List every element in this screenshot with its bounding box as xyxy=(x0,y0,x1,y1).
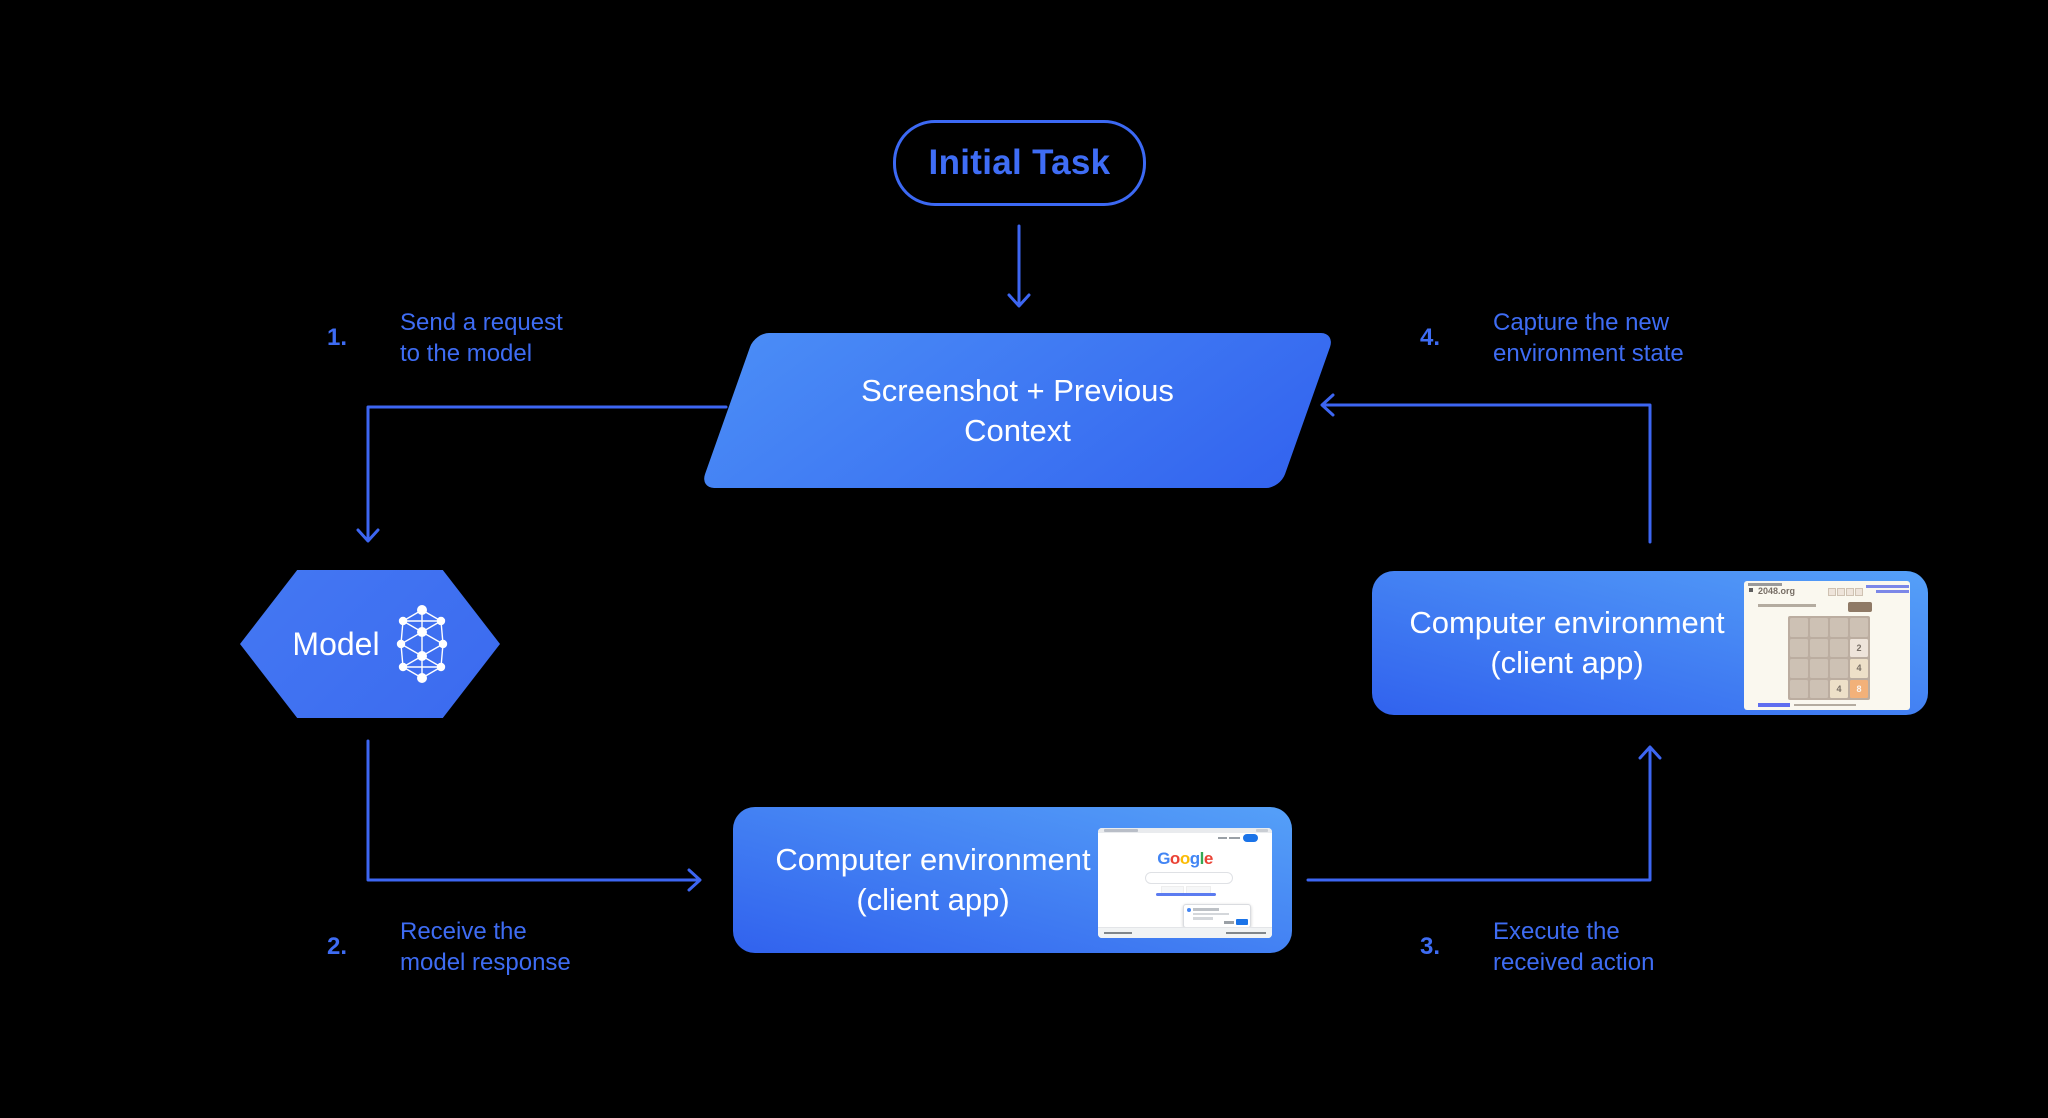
page-url-text xyxy=(1748,583,1782,586)
step-number: 1. xyxy=(327,324,348,351)
g2048-tile-8: 8 xyxy=(1850,679,1868,698)
top-link-text xyxy=(1876,590,1909,593)
step-text: Capture the new environment state xyxy=(1493,309,1684,367)
step-label-3: 3. Execute the received action xyxy=(1420,916,1654,978)
step-label-1: 1. Send a request to the model xyxy=(327,307,563,369)
language-offer-link xyxy=(1156,893,1216,896)
score-tile xyxy=(1837,588,1845,596)
browser-chrome-bar xyxy=(1098,828,1272,833)
arrow-context-to-model xyxy=(366,405,728,540)
search-input xyxy=(1145,872,1233,884)
images-link xyxy=(1229,836,1240,839)
g2048-cell xyxy=(1810,659,1828,678)
footer-links-left xyxy=(1104,931,1132,934)
step-label-4: 4. Capture the new environment state xyxy=(1420,307,1684,369)
google-g-icon xyxy=(1187,908,1191,912)
step-text: Execute the received action xyxy=(1493,918,1655,976)
screenshot-context-node: Screenshot + Previous Context xyxy=(700,333,1335,488)
page-footer xyxy=(1098,927,1272,938)
g2048-cell xyxy=(1790,679,1808,698)
g2048-cell xyxy=(1810,679,1828,698)
arrowhead-left-icon xyxy=(1320,393,1335,417)
score-tile xyxy=(1828,588,1836,596)
dialog-body-text xyxy=(1193,917,1213,920)
new-game-button xyxy=(1848,602,1872,612)
arrow-model-to-env xyxy=(366,739,700,882)
score-board xyxy=(1828,588,1863,596)
score-tile xyxy=(1846,588,1854,596)
page-favicon-icon xyxy=(1749,588,1753,592)
score-tile xyxy=(1855,588,1863,596)
initial-task-node: Initial Task xyxy=(893,120,1146,206)
browser-tab xyxy=(1104,829,1138,832)
g2048-cell xyxy=(1810,618,1828,637)
step-number: 4. xyxy=(1420,324,1441,351)
arrowhead-up-icon xyxy=(1638,745,1662,760)
g2048-tile-2: 2 xyxy=(1850,638,1868,657)
arrowhead-down-icon xyxy=(356,528,380,543)
google-homepage-thumbnail: Google xyxy=(1098,828,1272,938)
screenshot-context-label: Screenshot + Previous Context xyxy=(861,372,1174,448)
window-controls-icon xyxy=(1256,829,1268,832)
neural-network-icon xyxy=(396,605,447,683)
arrowhead-right-icon xyxy=(687,868,702,892)
model-node: Model xyxy=(240,570,500,718)
arrowhead-down-icon xyxy=(1007,293,1031,308)
bottom-link-text xyxy=(1758,703,1790,707)
computer-environment-label: Computer environment (client app) xyxy=(775,842,1091,917)
g2048-cell xyxy=(1790,618,1808,637)
google-logo: Google xyxy=(1157,849,1213,868)
step-text: Send a request to the model xyxy=(400,309,563,367)
sign-in-dialog xyxy=(1183,904,1251,928)
g2048-cell xyxy=(1850,618,1868,637)
step-number: 3. xyxy=(1420,933,1441,960)
g2048-tile-4: 4 xyxy=(1850,659,1868,678)
step-label-2: 2. Receive the model response xyxy=(327,916,571,978)
step-number: 2. xyxy=(327,933,348,960)
computer-environment-label: Computer environment (client app) xyxy=(1409,605,1725,680)
g2048-cell xyxy=(1830,638,1848,657)
bottom-caption-text xyxy=(1794,703,1856,706)
gmail-link xyxy=(1218,836,1227,839)
dialog-title-text xyxy=(1193,908,1219,911)
g2048-cell xyxy=(1790,659,1808,678)
dialog-dismiss-button xyxy=(1224,920,1234,924)
initial-task-label: Initial Task xyxy=(928,143,1111,182)
g2048-tile-4: 4 xyxy=(1830,679,1848,698)
dialog-confirm-button xyxy=(1236,919,1248,925)
g2048-cell xyxy=(1810,638,1828,657)
g2048-cell xyxy=(1790,638,1808,657)
computer-environment-node-right: Computer environment (client app) 2048.o… xyxy=(1372,571,1928,715)
instructions-text xyxy=(1758,604,1816,607)
top-link-text xyxy=(1866,585,1909,588)
computer-environment-node-bottom: Computer environment (client app) Google xyxy=(733,807,1292,953)
model-label: Model xyxy=(292,625,380,662)
g2048-cell xyxy=(1830,618,1848,637)
dialog-body-text xyxy=(1193,912,1229,915)
g2048-cell xyxy=(1830,659,1848,678)
footer-links-right xyxy=(1226,931,1266,934)
sign-in-button xyxy=(1243,834,1258,842)
site-title: 2048.org xyxy=(1758,586,1796,596)
step-text: Receive the model response xyxy=(400,918,571,976)
arrow-env-to-env xyxy=(1306,747,1652,882)
arrow-env-to-context xyxy=(1322,403,1652,544)
